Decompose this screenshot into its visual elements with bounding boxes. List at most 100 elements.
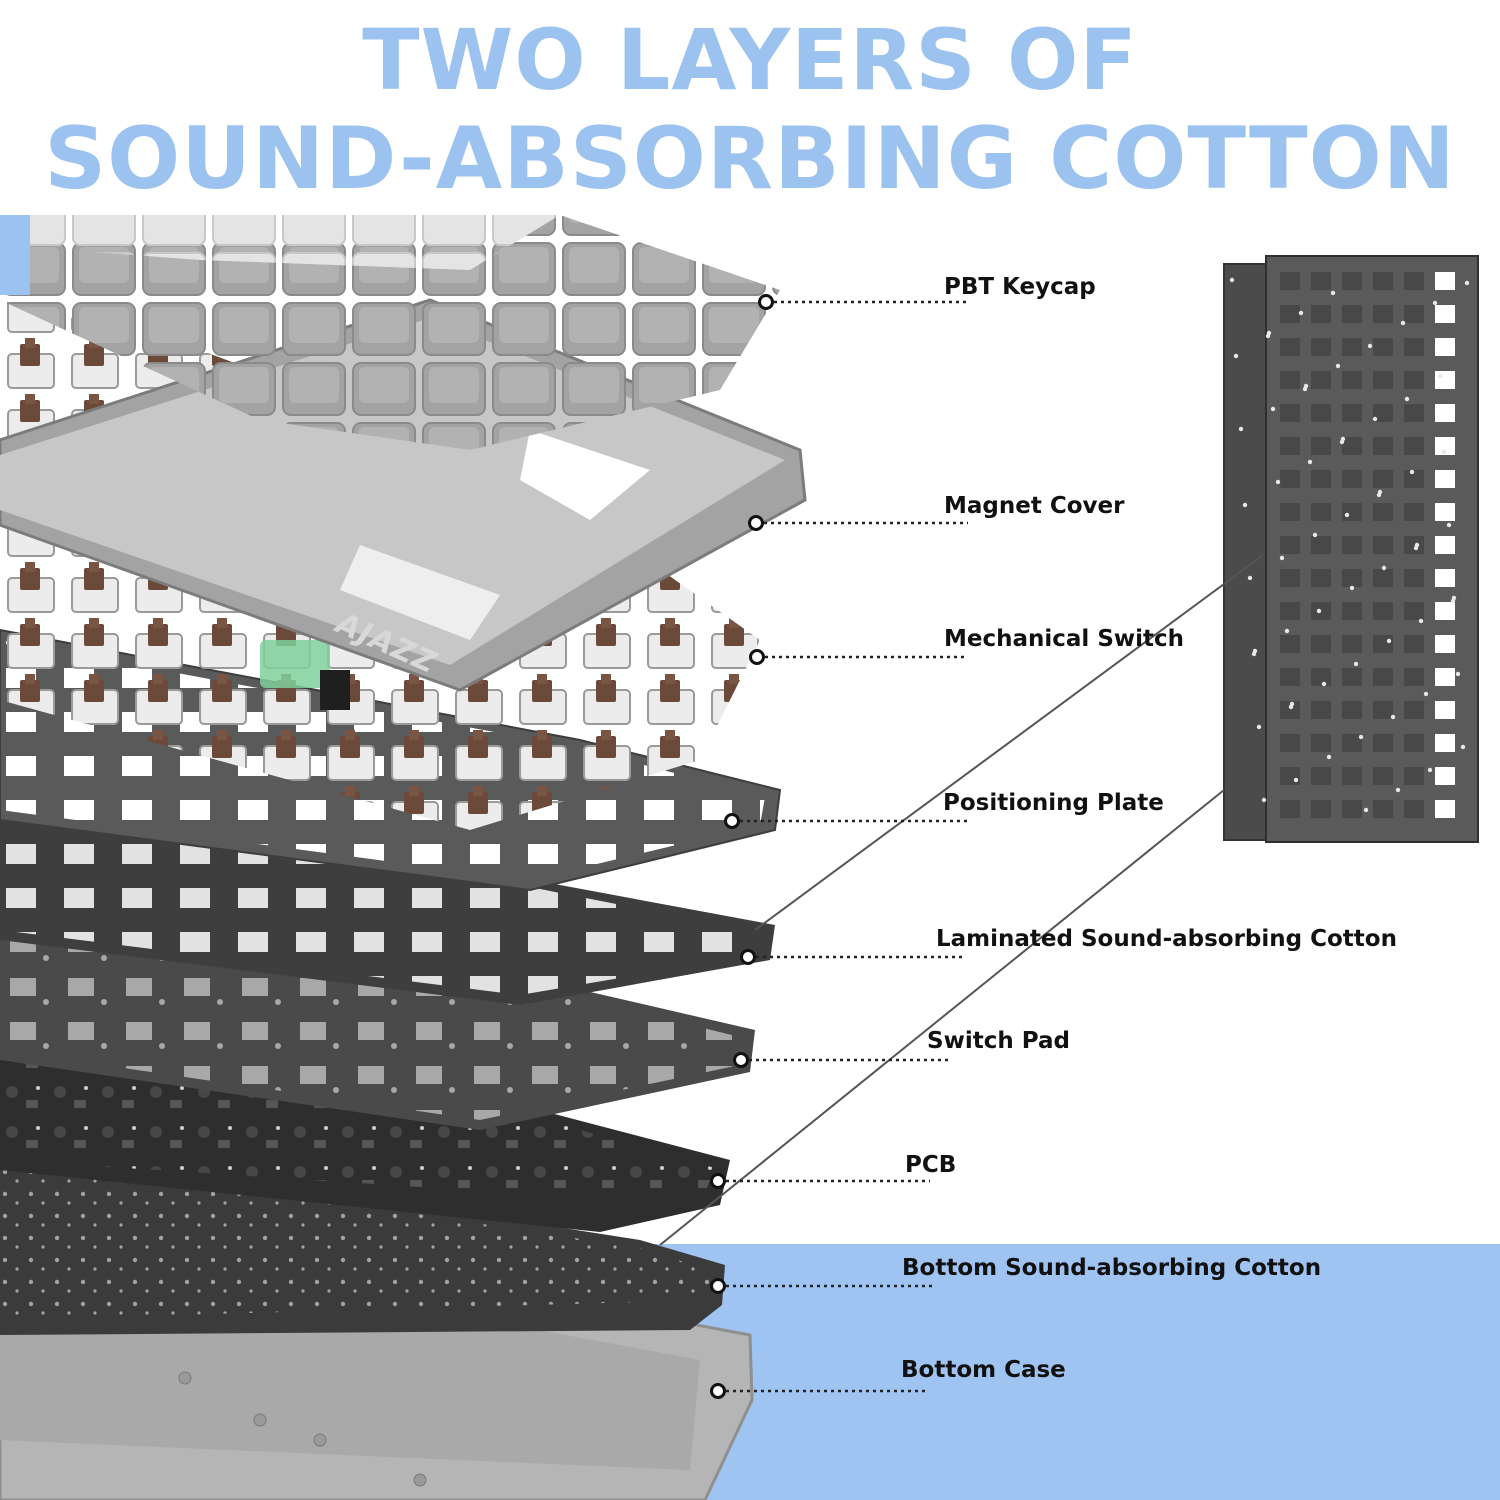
side-panel-hole: [1280, 404, 1300, 422]
side-panel-hole: [1342, 305, 1362, 323]
side-panel-dot: [1367, 343, 1373, 349]
label-pcb: PCB: [905, 1152, 957, 1178]
side-panel-dot: [1376, 492, 1382, 498]
side-panel-dot: [1441, 449, 1447, 455]
side-panel-dot: [1339, 439, 1345, 445]
side-panel-hole: [1311, 305, 1331, 323]
side-panel-hole: [1311, 503, 1331, 521]
black-switch: [320, 670, 350, 710]
side-panel-hole: [1342, 272, 1362, 290]
side-panel-hole: [1311, 701, 1331, 719]
side-panel-dot: [1349, 585, 1355, 591]
side-panel-hole: [1280, 305, 1300, 323]
side-panel-dot: [1316, 608, 1322, 614]
side-panel-dot: [1335, 363, 1341, 369]
side-panel-hole: [1435, 569, 1455, 587]
side-panel-hole: [1342, 338, 1362, 356]
side-panel-dot: [1312, 532, 1318, 538]
side-panel-dot: [1400, 320, 1406, 326]
magnet-cover-opening: [520, 430, 650, 520]
side-panel-hole: [1435, 338, 1455, 356]
side-panel-hole: [1435, 404, 1455, 422]
case-screw: [413, 1473, 427, 1487]
side-panel-dot: [1437, 373, 1443, 379]
side-panel-hole: [1373, 635, 1393, 653]
side-panel-hole: [1280, 272, 1300, 290]
case-screw: [313, 1433, 327, 1447]
side-panel-hole: [1435, 767, 1455, 785]
side-panel-hole: [1311, 569, 1331, 587]
side-panel-hole: [1280, 668, 1300, 686]
side-panel-hole: [1373, 701, 1393, 719]
side-panel-hole: [1404, 338, 1424, 356]
side-panel-hole: [1373, 800, 1393, 818]
side-panel-hole: [1280, 767, 1300, 785]
side-panel-dot: [1363, 807, 1369, 813]
side-panel-hole: [1311, 272, 1331, 290]
leader-dot: [758, 294, 774, 310]
side-panel-dot: [1261, 797, 1267, 803]
side-panel-hole: [1435, 668, 1455, 686]
side-panel-dot: [1450, 598, 1456, 604]
side-panel-hole: [1311, 404, 1331, 422]
side-panel-dot: [1427, 767, 1433, 773]
side-panel-hole: [1404, 569, 1424, 587]
side-panel-dot: [1460, 744, 1466, 750]
side-panel-dot: [1247, 575, 1253, 581]
side-panel-hole: [1342, 470, 1362, 488]
side-panel-hole: [1311, 800, 1331, 818]
side-panel-hole: [1435, 503, 1455, 521]
side-panel-hole: [1373, 305, 1393, 323]
side-panel-hole: [1404, 800, 1424, 818]
side-panel-hole: [1280, 437, 1300, 455]
side-panel-hole: [1404, 305, 1424, 323]
side-panel-hole: [1373, 437, 1393, 455]
label-bottom-cotton: Bottom Sound-absorbing Cotton: [902, 1255, 1322, 1281]
side-panel-hole: [1435, 305, 1455, 323]
label-magnet-cover: Magnet Cover: [944, 493, 1125, 519]
leader-dot: [748, 515, 764, 531]
side-panel-dot: [1251, 651, 1257, 657]
side-panel-hole: [1311, 470, 1331, 488]
keycaps-light: [0, 215, 560, 270]
leader-dot: [733, 1052, 749, 1068]
side-panel-hole: [1435, 470, 1455, 488]
keycap-blue-accent: [0, 215, 30, 295]
side-panel-hole: [1373, 404, 1393, 422]
case-screw: [253, 1413, 267, 1427]
label-bottom-case: Bottom Case: [901, 1357, 1066, 1383]
leader-dot: [710, 1278, 726, 1294]
side-panel-hole: [1280, 800, 1300, 818]
side-panel-hole: [1311, 437, 1331, 455]
side-panel-hole: [1373, 767, 1393, 785]
side-panel-hole: [1404, 272, 1424, 290]
side-panel-hole: [1404, 734, 1424, 752]
label-pbt-keycap: PBT Keycap: [944, 274, 1096, 300]
side-panel-hole: [1311, 536, 1331, 554]
side-panel-hole: [1280, 503, 1300, 521]
keycaps-gray: [0, 215, 780, 450]
case-screw: [178, 1371, 192, 1385]
side-panel-hole: [1435, 734, 1455, 752]
side-panel-hole: [1435, 602, 1455, 620]
side-panel-hole: [1280, 371, 1300, 389]
side-panel-dot: [1275, 479, 1281, 485]
leader-dot: [710, 1383, 726, 1399]
side-panel-hole: [1404, 404, 1424, 422]
side-panel-hole: [1404, 767, 1424, 785]
side-panel-dot: [1390, 714, 1396, 720]
side-panel-hole: [1404, 437, 1424, 455]
side-panel-hole: [1435, 536, 1455, 554]
side-panel-dot: [1413, 545, 1419, 551]
side-panel-hole: [1373, 503, 1393, 521]
green-switch: [260, 640, 330, 688]
headline-line-2: SOUND-ABSORBING COTTON: [44, 109, 1456, 209]
side-panel-hole: [1311, 338, 1331, 356]
side-panel-dot: [1353, 661, 1359, 667]
side-panel-hole: [1404, 701, 1424, 719]
label-laminated-cotton: Laminated Sound-absorbing Cotton: [936, 926, 1397, 952]
leader-dot: [710, 1173, 726, 1189]
side-panel-dot: [1446, 522, 1452, 528]
